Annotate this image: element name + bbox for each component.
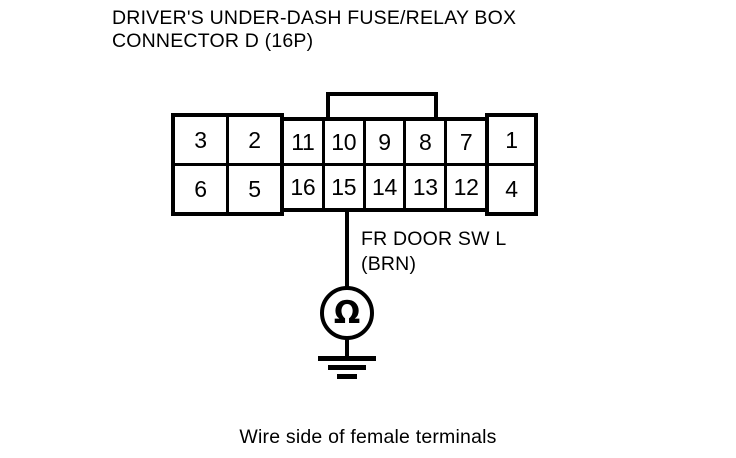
connector-section-left: 3 2 6 5 bbox=[171, 113, 284, 216]
ground-bar-2 bbox=[328, 365, 366, 370]
terminal-cell[interactable]: 8 bbox=[406, 121, 448, 163]
terminal-row-bottom: 4 bbox=[489, 166, 534, 212]
wire-lead-line bbox=[345, 210, 349, 290]
terminal-cell[interactable]: 7 bbox=[447, 121, 485, 163]
ground-icon bbox=[317, 356, 377, 379]
diagram-caption: Wire side of female terminals bbox=[239, 426, 497, 448]
connector-latch-tab-icon bbox=[326, 92, 438, 117]
terminal-cell[interactable]: 4 bbox=[489, 166, 534, 212]
terminal-cell[interactable]: 12 bbox=[447, 166, 485, 208]
omega-icon: Ω bbox=[333, 294, 361, 331]
terminal-cell[interactable]: 14 bbox=[365, 166, 407, 208]
connector-section-middle: 11 10 9 8 7 16 15 14 13 12 bbox=[280, 117, 489, 212]
terminal-cell[interactable]: 2 bbox=[229, 117, 280, 163]
terminal-cell[interactable]: 3 bbox=[175, 117, 229, 163]
terminal-cell[interactable]: 16 bbox=[284, 166, 325, 208]
terminal-row-bottom: 6 5 bbox=[175, 166, 280, 212]
terminal-row-top: 1 bbox=[489, 117, 534, 166]
terminal-row-top: 3 2 bbox=[175, 117, 280, 166]
ground-bar-3 bbox=[337, 374, 357, 379]
terminal-cell[interactable]: 5 bbox=[229, 166, 280, 212]
terminal-cell[interactable]: 6 bbox=[175, 166, 229, 212]
wire-label-name: FR DOOR SW L bbox=[361, 228, 507, 250]
terminal-cell[interactable]: 10 bbox=[324, 121, 366, 163]
wire-label-color: (BRN) bbox=[361, 253, 417, 275]
terminal-cell[interactable]: 13 bbox=[406, 166, 448, 208]
terminal-cell-15[interactable]: 15 bbox=[324, 166, 366, 208]
title-line-1: DRIVER'S UNDER-DASH FUSE/RELAY BOX bbox=[112, 7, 517, 29]
ground-bar-1 bbox=[318, 356, 376, 361]
ohmmeter-icon: Ω bbox=[320, 286, 374, 340]
terminal-cell[interactable]: 11 bbox=[284, 121, 325, 163]
terminal-cell[interactable]: 9 bbox=[365, 121, 407, 163]
wire-label: FR DOOR SW L (BRN) bbox=[361, 227, 506, 277]
ground-lead-line bbox=[345, 338, 349, 358]
connector-section-right: 1 4 bbox=[485, 113, 538, 216]
page-title: DRIVER'S UNDER-DASH FUSE/RELAY BOX CONNE… bbox=[112, 7, 516, 53]
terminal-cell[interactable]: 1 bbox=[489, 117, 534, 163]
connector-diagram: 3 2 6 5 11 10 9 8 7 16 15 14 13 12 1 4 bbox=[168, 92, 543, 220]
title-line-2: CONNECTOR D (16P) bbox=[112, 30, 314, 52]
terminal-row-top: 11 10 9 8 7 bbox=[284, 121, 485, 166]
terminal-row-bottom: 16 15 14 13 12 bbox=[284, 166, 485, 208]
